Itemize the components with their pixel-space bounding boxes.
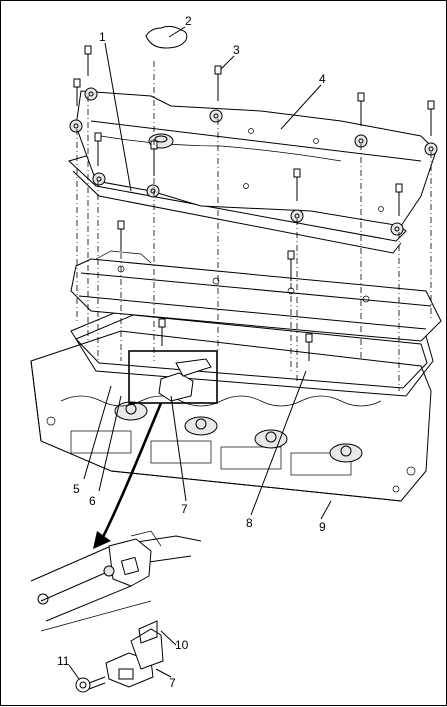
bolt (293, 168, 301, 201)
bolt (84, 45, 92, 76)
detail-arrowhead (93, 531, 111, 549)
detail-box (128, 350, 218, 404)
bolt (214, 65, 222, 101)
callout-6: 6 (89, 494, 96, 508)
callout-4: 4 (319, 72, 326, 86)
injector-bosses (114, 401, 363, 463)
alignment-lines (76, 61, 432, 391)
callout-8: 8 (246, 516, 253, 530)
callout-7-detail: 7 (169, 676, 176, 690)
bolt (158, 318, 166, 346)
camshaft-sensor-exploded (105, 620, 164, 688)
callout-10: 10 (175, 638, 189, 652)
sensor-in-box (158, 358, 212, 402)
bolt (94, 132, 102, 166)
bolt (305, 333, 313, 361)
cover-gasket (68, 155, 407, 254)
bolt (117, 220, 125, 251)
detail-arrow (99, 402, 163, 542)
bolt (357, 92, 365, 126)
cylinder-head (30, 330, 432, 502)
callout-3: 3 (233, 43, 240, 57)
leader-lines (68, 26, 332, 680)
enlarged-detail (30, 530, 202, 632)
callout-11: 11 (57, 654, 70, 668)
callout-1: 1 (99, 30, 106, 44)
callout-5: 5 (73, 482, 80, 496)
bolt (395, 183, 403, 216)
sensor-bolt (75, 676, 106, 693)
bolt (287, 250, 295, 281)
o-ring-seal (138, 620, 158, 644)
callout-7: 7 (181, 502, 188, 516)
cylinder-head-cover (69, 87, 438, 236)
bolt (73, 78, 81, 106)
bolt (427, 100, 435, 136)
cam-carrier-housing (70, 250, 442, 342)
callout-2: 2 (185, 14, 192, 28)
callout-9: 9 (319, 520, 326, 534)
